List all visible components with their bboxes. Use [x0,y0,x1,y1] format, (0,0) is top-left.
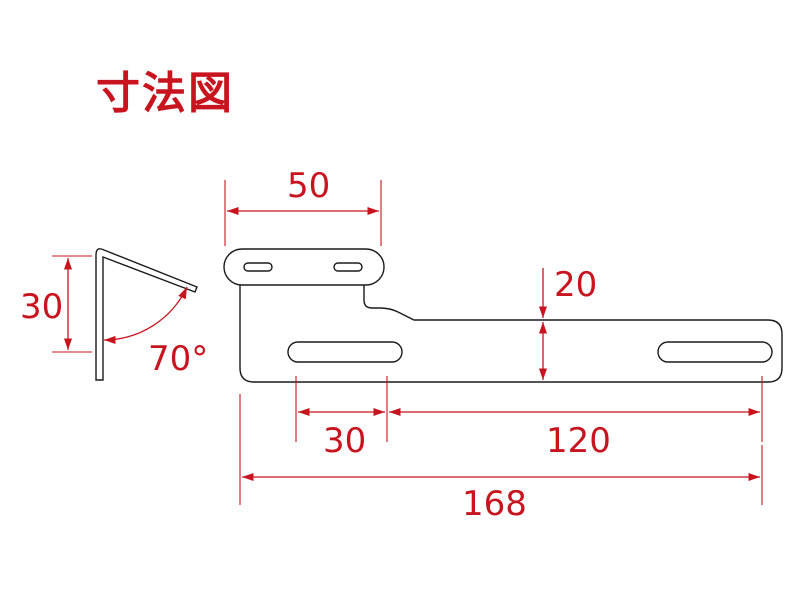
dim-top-width: 50 [224,166,382,246]
front-view [223,248,783,383]
dim-step-height: 20 [538,265,597,380]
dim-slot-positions: 30 120 [295,376,763,461]
plate-slot-left [287,341,403,363]
dim-overall-length: 168 [239,394,763,524]
slot-span-label: 120 [546,421,611,461]
tab-slot-right [333,262,363,272]
side-view-profile [95,248,198,381]
main-plate-outline [239,285,783,383]
tab-slot-left [243,262,273,272]
plate-slot-right [657,341,773,363]
slot-offset-label: 30 [323,421,366,461]
side-height-label: 30 [20,287,63,327]
diagram-title: 寸法図 [96,68,234,119]
top-mounting-tab [223,248,385,286]
angle-label: 70° [148,339,208,379]
step-height-label: 20 [554,265,597,305]
angle-arc [103,286,188,345]
side-view: 30 70° [20,248,208,381]
overall-length-label: 168 [462,484,527,524]
top-width-label: 50 [287,166,330,206]
